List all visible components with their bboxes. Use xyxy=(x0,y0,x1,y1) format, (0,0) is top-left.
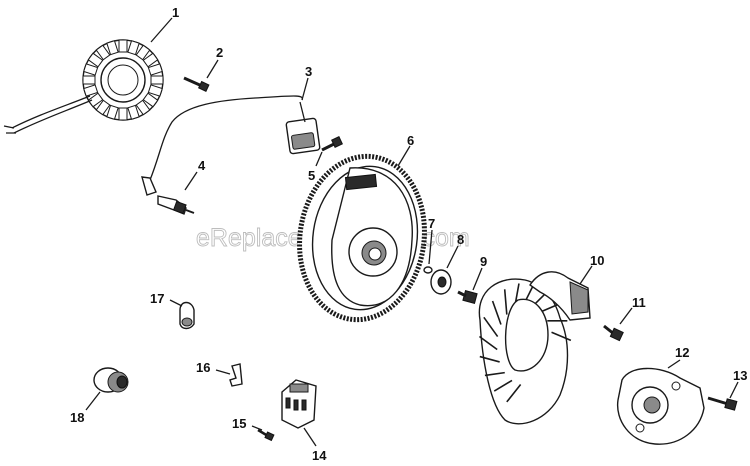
screw-part-15[interactable] xyxy=(257,428,275,442)
callout-9: 9 xyxy=(480,254,487,269)
key-part[interactable] xyxy=(423,266,433,274)
screw-part-5[interactable] xyxy=(321,136,343,152)
screw-part-2[interactable] xyxy=(183,76,210,92)
callout-1: 1 xyxy=(172,5,179,20)
spark-plug-part[interactable] xyxy=(157,195,195,215)
cup-adapter-part[interactable] xyxy=(616,367,705,445)
screw-part-13[interactable] xyxy=(707,396,738,411)
bracket-part[interactable] xyxy=(229,363,243,387)
callout-5: 5 xyxy=(308,168,315,183)
stator-part[interactable] xyxy=(3,39,164,134)
callout-18: 18 xyxy=(70,410,84,425)
screw-part-11[interactable] xyxy=(603,324,624,342)
screw-part-9[interactable] xyxy=(457,290,478,304)
callout-13: 13 xyxy=(733,368,747,383)
callout-6: 6 xyxy=(407,133,414,148)
flywheel-part[interactable] xyxy=(289,148,435,328)
callout-17: 17 xyxy=(150,291,164,306)
ignition-module-part[interactable] xyxy=(141,95,321,196)
callout-7: 7 xyxy=(428,216,435,231)
blower-housing-part[interactable] xyxy=(478,271,591,425)
callout-4: 4 xyxy=(198,158,206,173)
callout-10: 10 xyxy=(590,253,604,268)
callout-2: 2 xyxy=(216,45,223,60)
washer-part[interactable] xyxy=(430,269,452,295)
callout-3: 3 xyxy=(305,64,312,79)
rectifier-regulator-part[interactable] xyxy=(281,379,317,429)
callout-15: 15 xyxy=(232,416,246,431)
callout-11: 11 xyxy=(632,295,646,310)
callout-8: 8 xyxy=(457,232,464,247)
callout-12: 12 xyxy=(675,345,689,360)
callout-14: 14 xyxy=(312,448,327,463)
callout-16: 16 xyxy=(196,360,210,375)
clip-part[interactable] xyxy=(179,301,195,330)
switch-part[interactable] xyxy=(93,367,129,393)
